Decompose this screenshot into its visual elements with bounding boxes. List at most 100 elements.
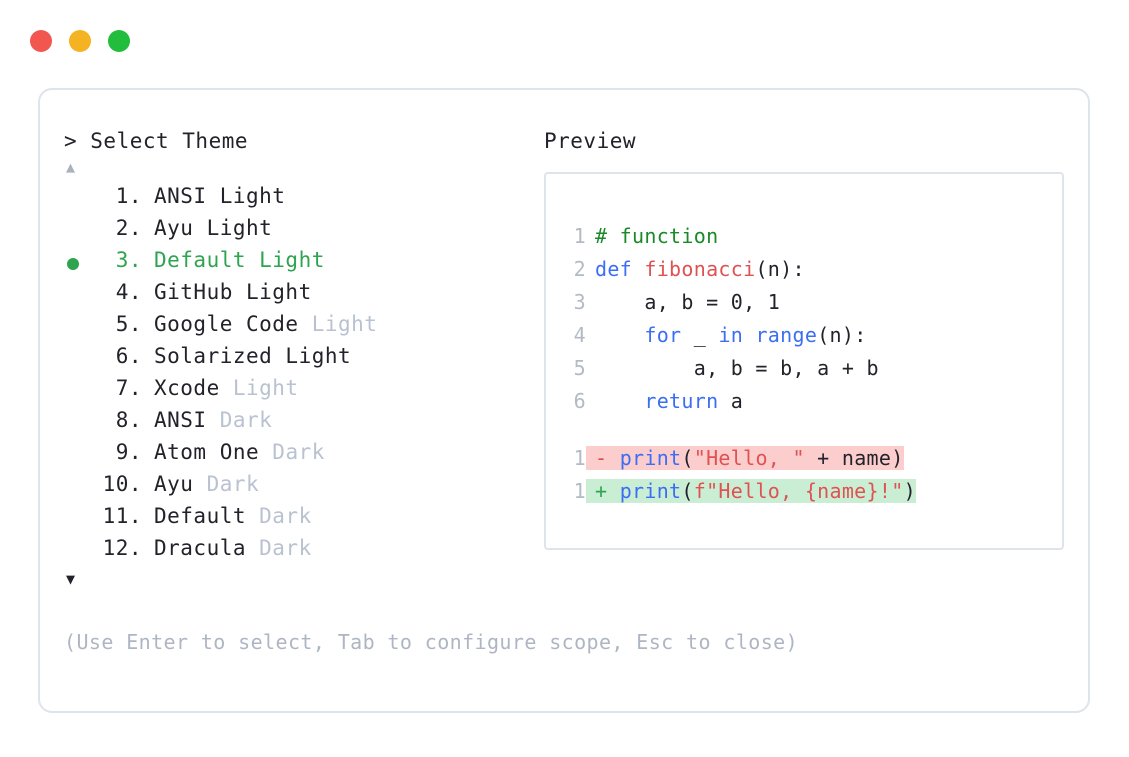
maximize-button-dot[interactable]: [108, 30, 130, 52]
theme-list-item[interactable]: 6. Solarized Light: [64, 344, 534, 376]
selection-bullet-cell: [64, 536, 96, 568]
code-token: (n):: [817, 323, 867, 347]
theme-item-number: 2.: [115, 216, 142, 240]
selection-bullet-cell: [64, 216, 96, 248]
code-token: for: [644, 323, 682, 347]
theme-list-item[interactable]: 5.Google Code Light: [64, 312, 534, 344]
theme-item-number: 11.: [102, 504, 142, 528]
selection-bullet-cell: [64, 248, 96, 280]
code-line-text: a, b = 0, 1: [586, 290, 780, 314]
scroll-up-arrow[interactable]: ▲: [66, 158, 76, 176]
theme-list-item[interactable]: 1. ANSI Light: [64, 184, 534, 216]
theme-item-number: 7.: [115, 376, 142, 400]
code-token: (n):: [755, 257, 805, 281]
code-token: print: [619, 446, 682, 470]
theme-item-variant: Light: [298, 312, 378, 336]
code-line-text: a, b = b, a + b: [586, 356, 879, 380]
code-token: [595, 323, 644, 347]
scroll-down-arrow[interactable]: ▼: [66, 570, 76, 588]
theme-item-number: 1.: [115, 184, 142, 208]
theme-item-variant: Dark: [206, 408, 273, 432]
code-token: print: [619, 479, 682, 503]
theme-list-item[interactable]: 8. ANSI Dark: [64, 408, 534, 440]
preview-label: Preview: [544, 129, 637, 153]
theme-list-item[interactable]: 12.Dracula Dark: [64, 536, 534, 568]
line-number: 3: [573, 290, 586, 314]
minimize-button-dot[interactable]: [69, 30, 91, 52]
theme-item-name: Xcode: [154, 376, 220, 400]
code-line-text: for _ in range(n):: [586, 323, 867, 347]
selection-bullet-cell: [64, 344, 96, 376]
theme-list-item[interactable]: 2.Ayu Light: [64, 216, 534, 248]
code-token: a, b = b, a + b: [595, 356, 879, 380]
diff-sign: -: [595, 446, 620, 470]
theme-item-number: 10.: [102, 472, 142, 496]
diff-line-text: + print(f"Hello, {name}!"): [586, 479, 916, 503]
theme-item-name: ANSI Light: [154, 184, 286, 208]
line-number: 2: [573, 257, 586, 281]
window-titlebar: [30, 30, 130, 52]
theme-list-item[interactable]: 3.Default Light: [64, 248, 534, 280]
diff-sign: +: [595, 479, 620, 503]
diff-highlight: + print(f"Hello, {name}!"): [586, 479, 916, 503]
line-number: 1: [573, 446, 586, 470]
selection-bullet-cell: [64, 472, 96, 504]
theme-item-name: Atom One: [154, 440, 260, 464]
selection-bullet-cell: [64, 280, 96, 312]
code-line: 4 for _ in range(n):: [564, 323, 1058, 356]
theme-list-item[interactable]: 9. Atom One Dark: [64, 440, 534, 472]
theme-item-variant: Dark: [193, 472, 260, 496]
theme-item-name: Default: [154, 504, 247, 528]
theme-item-name: Ayu: [154, 472, 194, 496]
theme-item-number: 9.: [115, 440, 142, 464]
code-token: f"Hello, {name}!": [693, 479, 904, 503]
code-line: 3 a, b = 0, 1: [564, 290, 1058, 323]
theme-item-number: 6.: [115, 344, 142, 368]
theme-list-item[interactable]: 11.Default Dark: [64, 504, 534, 536]
code-line: 2 def fibonacci(n):: [564, 257, 1058, 290]
theme-item-number: 8.: [115, 408, 142, 432]
diff-highlight: - print("Hello, " + name): [586, 446, 904, 470]
theme-item-variant: Dark: [246, 536, 312, 560]
selected-bullet-icon: [67, 258, 79, 270]
code-token: return: [644, 389, 719, 413]
theme-item-name: ANSI: [154, 408, 207, 432]
code-token: _: [681, 323, 719, 347]
line-number: 4: [573, 323, 586, 347]
code-token: def: [595, 257, 645, 281]
close-button-dot[interactable]: [30, 30, 52, 52]
selection-bullet-cell: [64, 440, 96, 472]
theme-item-number: 4.: [115, 280, 142, 304]
selection-bullet-cell: [64, 312, 96, 344]
theme-item-variant: Dark: [259, 440, 325, 464]
code-line-text: return a: [586, 389, 743, 413]
code-line: 6 return a: [564, 389, 1058, 422]
theme-list-item[interactable]: 7.Xcode Light: [64, 376, 534, 408]
selection-bullet-cell: [64, 408, 96, 440]
theme-item-name: Google Code: [154, 312, 299, 336]
code-token: in: [718, 323, 744, 347]
theme-list-item[interactable]: 10. Ayu Dark: [64, 472, 534, 504]
line-number: 6: [573, 389, 586, 413]
theme-item-number: 3.: [115, 248, 142, 272]
diff-line-minus: 1- print("Hello, " + name): [564, 446, 1058, 479]
theme-item-name: Solarized Light: [154, 344, 352, 368]
code-token: [743, 323, 755, 347]
code-token: # function: [595, 224, 719, 248]
theme-item-name: GitHub Light: [154, 280, 312, 304]
selection-bullet-cell: [64, 184, 96, 216]
theme-list-item[interactable]: 4. GitHub Light: [64, 280, 534, 312]
code-line: 5 a, b = b, a + b: [564, 356, 1058, 389]
theme-item-number: 12.: [102, 536, 142, 560]
code-spacer: [564, 422, 1058, 446]
diff-line-text: - print("Hello, " + name): [586, 446, 904, 470]
keyboard-hint: (Use Enter to select, Tab to configure s…: [64, 630, 799, 654]
code-token: a, b = 0, 1: [595, 290, 781, 314]
code-token: "Hello, ": [693, 446, 805, 470]
code-token: fibonacci: [644, 257, 756, 281]
code-token: range: [755, 323, 818, 347]
